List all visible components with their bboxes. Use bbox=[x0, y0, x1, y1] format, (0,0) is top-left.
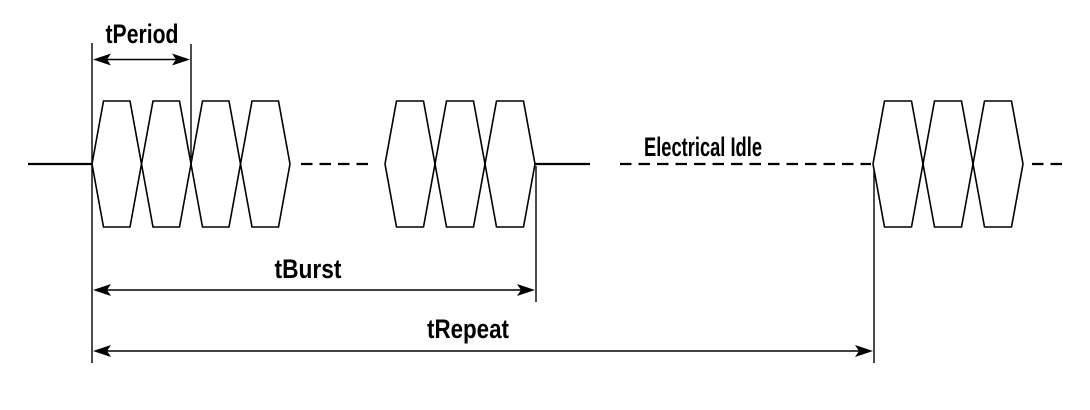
trepeat-label: tRepeat bbox=[427, 314, 509, 344]
tperiod-label: tPeriod bbox=[106, 19, 179, 49]
tburst-label: tBurst bbox=[275, 254, 342, 284]
waveform bbox=[28, 100, 1063, 228]
dimension-ticks bbox=[91, 43, 875, 363]
dimension-arrows bbox=[93, 53, 873, 357]
electrical-idle-label: Electrical Idle bbox=[644, 132, 762, 162]
